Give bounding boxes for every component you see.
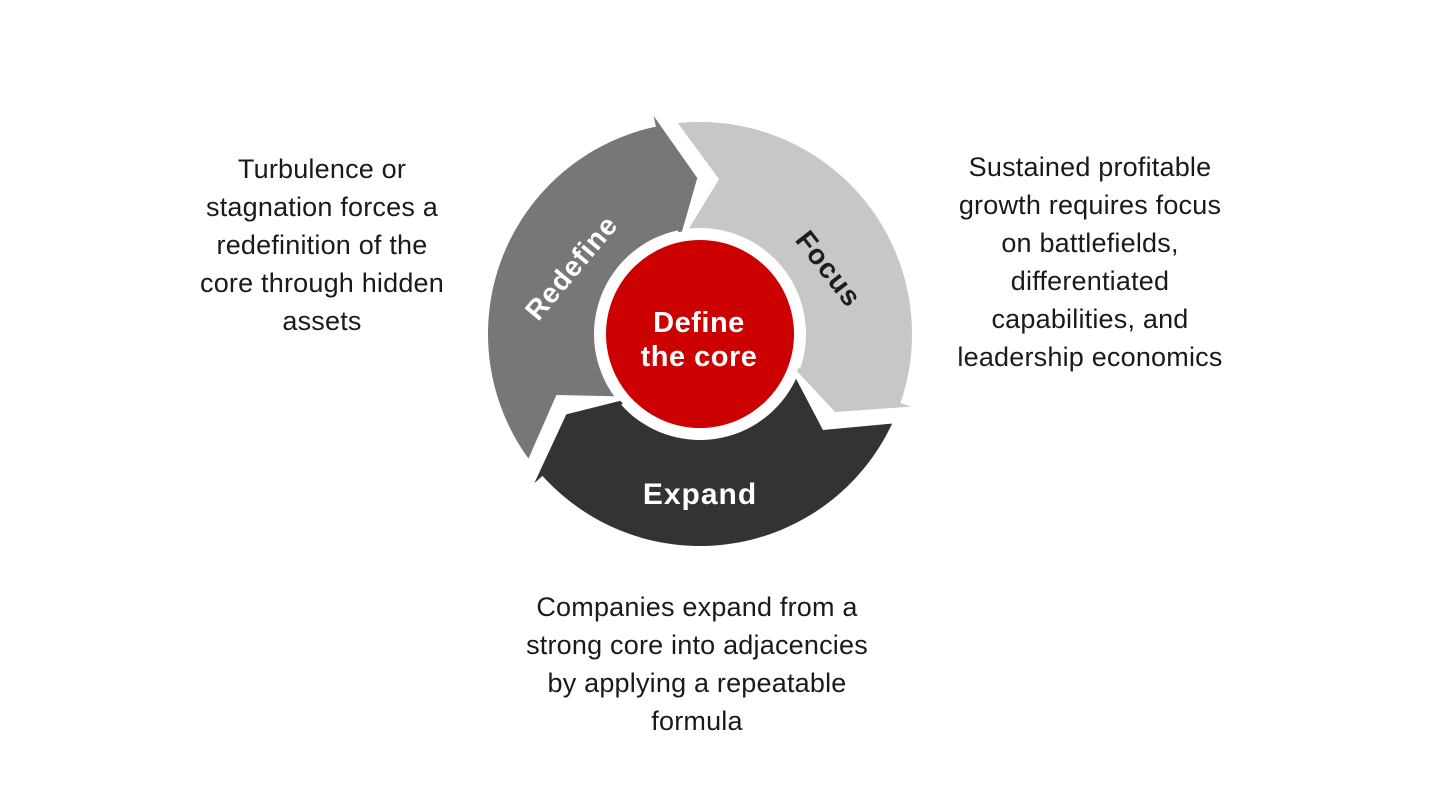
- arc-expand: [534, 378, 893, 547]
- core-label-line1: Define: [653, 307, 745, 339]
- arc-focus: [677, 121, 913, 413]
- cycle-arcs: [487, 115, 913, 547]
- annotation-redefine: Turbulence or stagnation forces a redefi…: [200, 154, 444, 336]
- arc-label-expand: Expand: [643, 478, 757, 511]
- core-label-line2: the core: [641, 341, 758, 373]
- core-circle: [606, 240, 794, 428]
- cycle-diagram: Define the core Redefine Focus Expand: [487, 115, 913, 547]
- annotation-focus: Sustained profitable growth requires foc…: [957, 152, 1223, 372]
- annotation-expand: Companies expand from a strong core into…: [526, 592, 868, 736]
- arc-redefine: [487, 115, 698, 459]
